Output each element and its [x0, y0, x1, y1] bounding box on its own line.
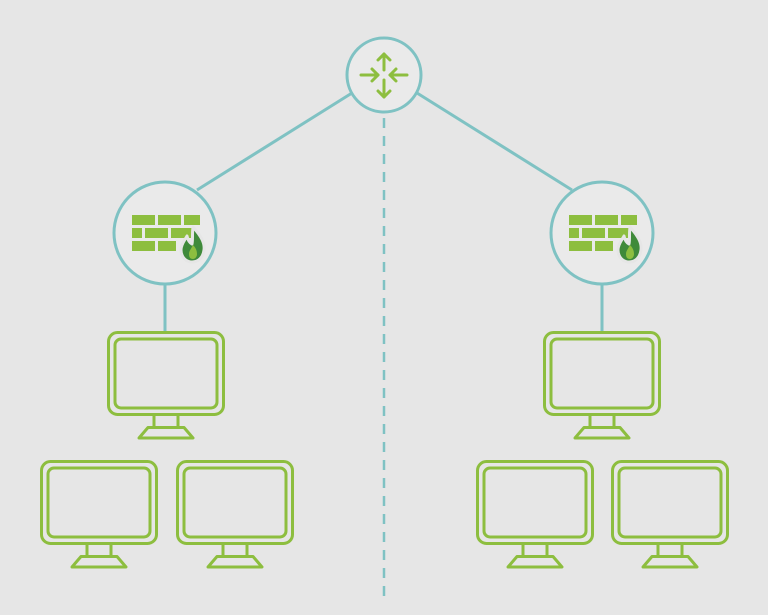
link-router-left-firewall	[196, 91, 353, 192]
monitor-icon	[107, 331, 225, 440]
firewall-node-left	[112, 180, 218, 286]
link-router-right-firewall	[416, 91, 573, 192]
monitor-icon	[611, 460, 729, 569]
monitor-icon	[176, 460, 294, 569]
monitor-icon	[476, 460, 594, 569]
router-arrows-icon	[359, 52, 409, 99]
router-node	[345, 36, 423, 114]
firewall-node-right	[549, 180, 655, 286]
monitor-icon	[40, 460, 158, 569]
monitor-icon	[543, 331, 661, 440]
